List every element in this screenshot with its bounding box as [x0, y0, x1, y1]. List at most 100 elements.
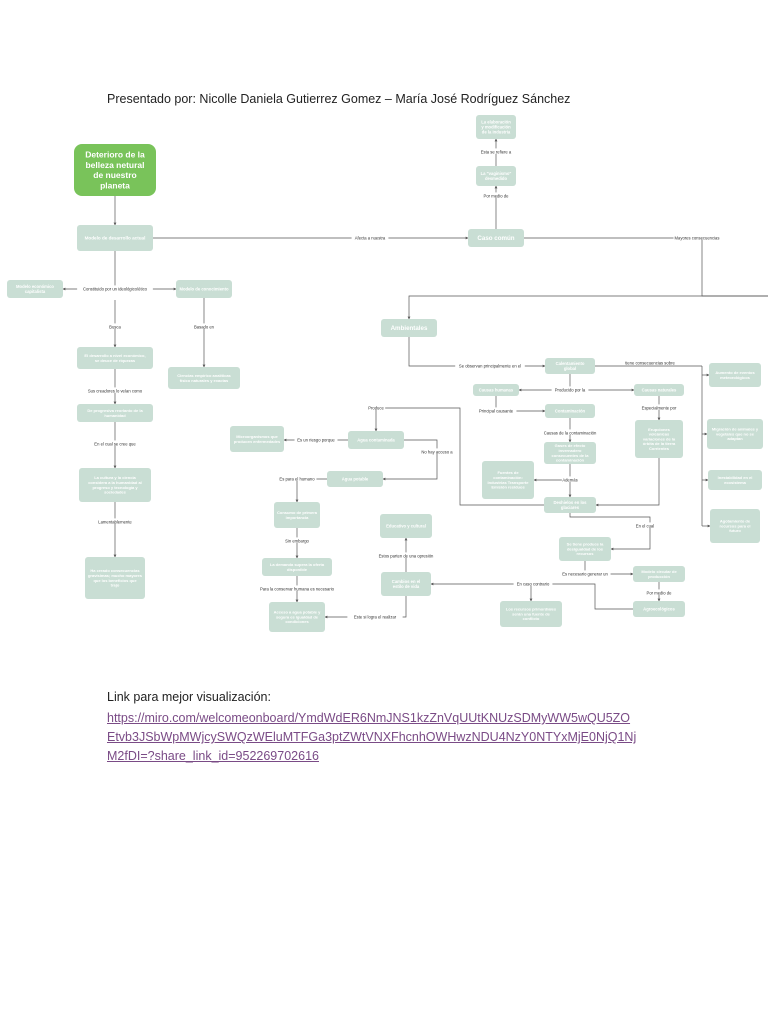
node-box: [544, 497, 596, 513]
node-educativo[interactable]: Educativo y cultural: [380, 514, 432, 538]
node-box: [168, 367, 240, 389]
miro-link-line-1[interactable]: https://miro.com/welcomeonboard/YmdWdER6…: [107, 711, 631, 725]
node-box: [709, 363, 761, 387]
edge-encaso: [430, 582, 633, 610]
node-box: [710, 509, 760, 543]
edge-label-bg: [351, 234, 389, 240]
edge-label-bg: [277, 475, 317, 481]
edge-label-bg: [257, 585, 337, 591]
edge-label-bg: [481, 192, 511, 198]
edge-label-basado: Basado en: [194, 324, 215, 329]
edge-label-bg: [366, 404, 386, 410]
node-label: Educativo y cultural: [386, 523, 426, 528]
edge-label-bg: [644, 589, 674, 595]
node-box: [707, 419, 763, 449]
edge-label-paralaconserv: Para la conservar humana es necesario: [260, 586, 335, 591]
edge-label-tiene: tiene consecuencias sobre: [625, 360, 675, 365]
node-box: [269, 602, 325, 632]
miro-link-line-2[interactable]: Etvb3JSbWpMWjcySWQzWEluMTFGa3ptZWtVNXFhc…: [107, 730, 637, 744]
edge-label-bg: [476, 148, 516, 154]
edge-nohay: [382, 439, 438, 481]
edge-label-nohay: No hay acceso a: [421, 449, 453, 454]
edge-label-encaso: En caso contrario: [517, 581, 550, 586]
node-box: [262, 558, 332, 576]
edge-label-necesario: Es necesario generar un: [562, 571, 608, 576]
edge-label-sinemb: Sin embargo: [285, 538, 309, 543]
edge-label-bg: [192, 323, 216, 329]
node-agua-contaminada[interactable]: Agua contaminada: [348, 431, 404, 449]
node-enriquecimiento[interactable]: El desarrollo a nivel económico,se deuce…: [77, 347, 153, 369]
edge-label-bg: [639, 404, 679, 410]
node-caso-comun[interactable]: Caso común: [468, 229, 524, 247]
node-agroecologicas[interactable]: Agroecológicos: [633, 601, 685, 617]
edge-label-bg: [541, 429, 599, 435]
edge-label-bg: [419, 448, 455, 454]
edge-label-afecta: Afecta a nuestra: [355, 235, 386, 240]
edge-label-cuya: En el cual se cree que: [94, 441, 136, 446]
node-label: Agua contaminada: [357, 437, 395, 442]
node-label: La "vaginismo"desmedido: [481, 171, 512, 181]
edge-label-bg: [85, 387, 145, 393]
edge-label-causas: Causas de la contaminación: [544, 430, 597, 435]
edge-label-producido: Producido por la: [555, 387, 586, 392]
node-box: [77, 225, 153, 251]
node-box: [545, 358, 595, 374]
node-contaminacion[interactable]: Contaminación: [545, 404, 595, 418]
node-box: [79, 468, 151, 502]
edge-label-bg: [283, 537, 311, 543]
edge-label-principal: Principal causante: [479, 408, 514, 413]
node-ambientales[interactable]: Ambientales: [381, 319, 437, 337]
presenters-line: Presentado por: Nicolle Daniela Gutierre…: [107, 92, 571, 106]
node-box: [468, 229, 524, 247]
node-causa-humana[interactable]: Causas humanas: [473, 384, 519, 396]
edge-label-observan: Se observan principalmente en el: [459, 363, 521, 368]
node-box: [708, 470, 762, 490]
node-box: [482, 461, 534, 499]
miro-link-line-3[interactable]: M2fDI=?share_link_id=952269702616: [107, 749, 319, 763]
edge-constituido: [62, 251, 116, 291]
link-section: Link para mejor visualización: https://m…: [107, 690, 667, 766]
edge-label-bg: [673, 234, 721, 240]
node-agua-potable[interactable]: Agua potable: [327, 471, 383, 487]
node-label: Caso común: [477, 235, 514, 242]
node-vaginismo[interactable]: La "vaginismo"desmedido: [476, 166, 516, 186]
node-box: [85, 557, 145, 599]
node-modelo-conocimiento[interactable]: Modelo de conocimiento: [176, 280, 232, 298]
node-causa-natural[interactable]: Causas naturales: [634, 384, 684, 396]
node-modelo-actual[interactable]: Modelo de desarrollo actual: [77, 225, 153, 251]
